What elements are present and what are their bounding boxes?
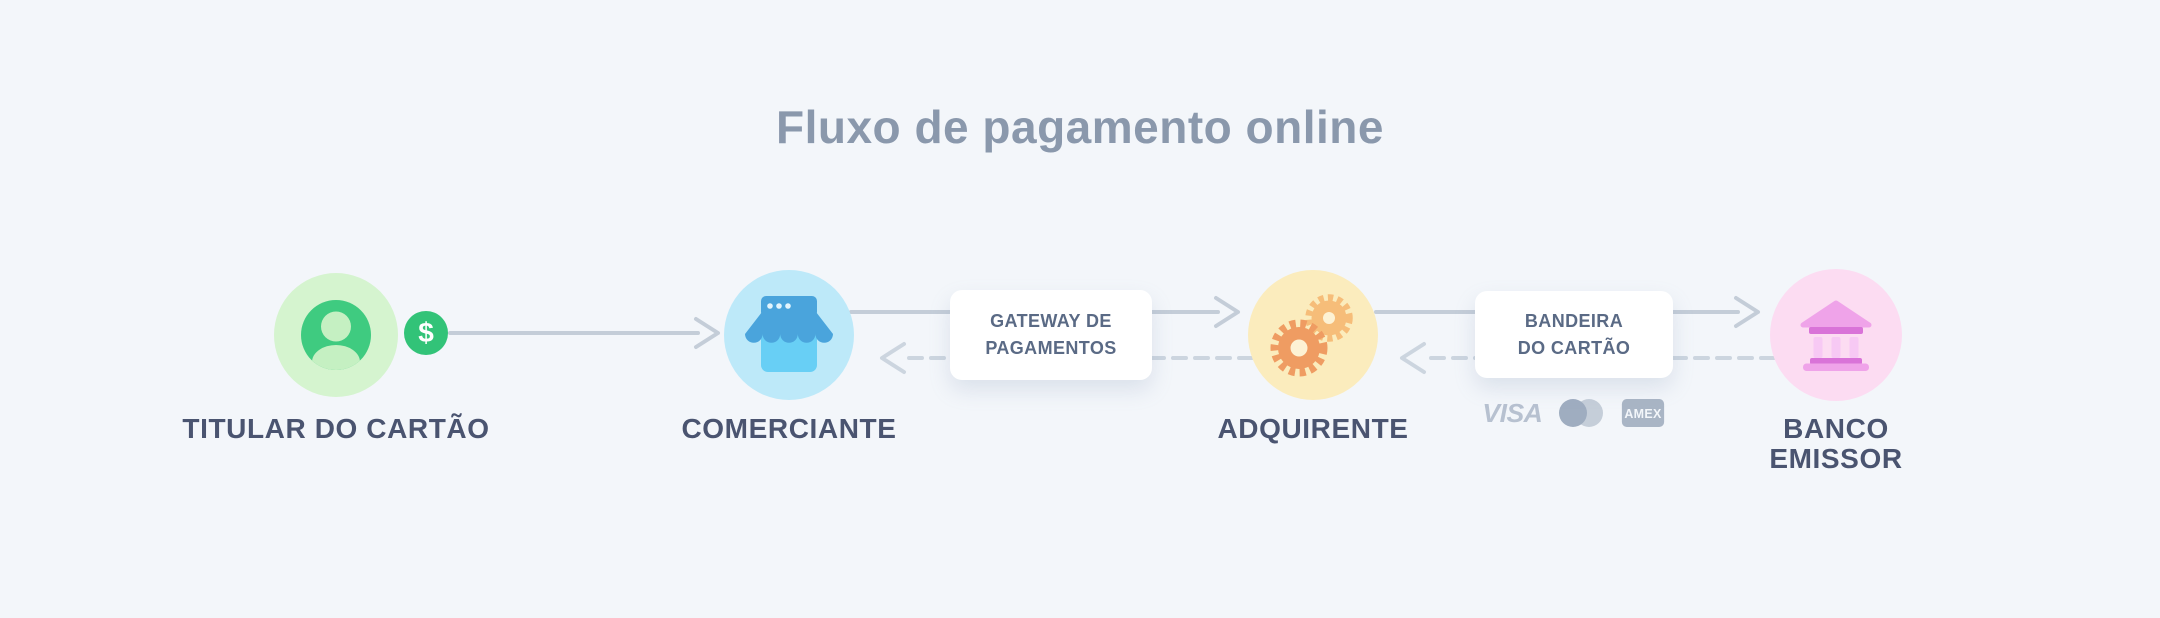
arrowhead-right-icon bbox=[694, 317, 720, 349]
page-title: Fluxo de pagamento online bbox=[776, 101, 1384, 153]
node-label-issuer: BANCO EMISSOR bbox=[1626, 414, 2046, 474]
arrowhead-left-icon bbox=[1400, 342, 1426, 374]
node-label-issuer-line1: BANCO bbox=[1783, 413, 1889, 444]
gears-icon bbox=[1270, 294, 1353, 377]
node-label-issuer-line2: EMISSOR bbox=[1769, 443, 1903, 474]
node-merchant bbox=[724, 270, 854, 400]
connector-card-scheme-line2: DO CARTÃO bbox=[1517, 337, 1631, 358]
arrowhead-left-icon bbox=[880, 342, 906, 374]
user-icon bbox=[301, 300, 371, 370]
node-cardholder bbox=[274, 273, 398, 397]
connector-gateway-line2: PAGAMENTOS bbox=[985, 338, 1117, 358]
connector-gateway-line1: GATEWAY DE bbox=[990, 311, 1112, 331]
gear-small bbox=[1305, 294, 1353, 342]
arrowhead-right-icon bbox=[1734, 296, 1760, 328]
node-label-acquirer: ADQUIRENTE bbox=[1217, 413, 1409, 444]
arrowhead-right-icon bbox=[1214, 296, 1240, 328]
storefront-icon bbox=[745, 296, 833, 372]
connector-card-scheme-line1: BANDEIRA bbox=[1524, 310, 1624, 331]
visa-logo: VISA bbox=[1482, 397, 1542, 428]
bank-icon bbox=[1800, 300, 1872, 371]
amex-logo: AMEX bbox=[1622, 399, 1665, 427]
dollar-badge-icon: $ bbox=[404, 311, 448, 355]
node-label-cardholder: TITULAR DO CARTÃO bbox=[182, 413, 490, 444]
gear-large bbox=[1270, 319, 1328, 377]
connector-gateway: GATEWAY DE PAGAMENTOS bbox=[950, 290, 1152, 380]
card-scheme-logos: VISA AMEX bbox=[1474, 397, 1674, 429]
mastercard-circles-icon bbox=[1559, 399, 1604, 427]
node-acquirer bbox=[1248, 270, 1378, 400]
node-issuer bbox=[1770, 269, 1902, 401]
edge-cardholder-to-merchant bbox=[448, 317, 720, 349]
connector-card-scheme: BANDEIRA DO CARTÃO bbox=[1475, 291, 1673, 378]
node-label-merchant: COMERCIANTE bbox=[681, 413, 897, 444]
